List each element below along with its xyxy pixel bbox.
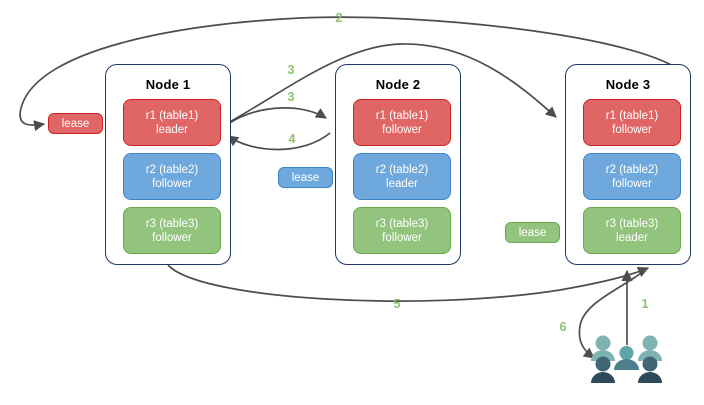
replica-role: follower — [152, 177, 192, 190]
step-label-3a: 3 — [287, 63, 295, 77]
arrow-step-4 — [227, 132, 331, 151]
node-title-1: Node 1 — [145, 77, 191, 92]
replica-role: follower — [382, 123, 422, 136]
replica-name: r3 (table3) — [605, 217, 659, 230]
replica-name: r3 (table3) — [375, 217, 429, 230]
step-label-2: 2 — [335, 11, 343, 25]
clients-icon — [591, 335, 662, 383]
replica-node1-r2[interactable]: r2 (table2) follower — [123, 153, 221, 200]
arrow-step-5 — [167, 264, 650, 302]
replica-name: r3 (table3) — [145, 217, 199, 230]
replica-node2-r2[interactable]: r2 (table2) leader — [353, 153, 451, 200]
replica-role: follower — [152, 231, 192, 244]
step-label-5: 5 — [393, 297, 401, 311]
step-label-3b: 3 — [287, 90, 295, 104]
replica-name: r2 (table2) — [375, 163, 429, 176]
node-title-2: Node 2 — [375, 77, 421, 92]
replica-role: follower — [612, 177, 652, 190]
replica-node3-r3[interactable]: r3 (table3) leader — [583, 207, 681, 254]
replica-node3-r2[interactable]: r2 (table2) follower — [583, 153, 681, 200]
replica-name: r2 (table2) — [605, 163, 659, 176]
node-title-3: Node 3 — [605, 77, 651, 92]
replica-role: follower — [382, 231, 422, 244]
replica-role: leader — [156, 123, 188, 136]
step-label-4: 4 — [288, 132, 296, 146]
replica-name: r1 (table1) — [375, 109, 429, 122]
lease-chip-green[interactable]: lease — [505, 222, 560, 243]
replica-node2-r3[interactable]: r3 (table3) follower — [353, 207, 451, 254]
replica-role: follower — [612, 123, 652, 136]
replica-role: leader — [386, 177, 418, 190]
step-label-6: 6 — [559, 320, 567, 334]
step-label-1: 1 — [641, 297, 649, 311]
replica-node1-r1[interactable]: r1 (table1) leader — [123, 99, 221, 146]
node-container-3[interactable]: Node 3 r1 (table1) follower r2 (table2) … — [565, 64, 691, 265]
replica-name: r1 (table1) — [605, 109, 659, 122]
replica-name: r1 (table1) — [145, 109, 199, 122]
replica-node2-r1[interactable]: r1 (table1) follower — [353, 99, 451, 146]
replica-node3-r1[interactable]: r1 (table1) follower — [583, 99, 681, 146]
arrow-step-3b — [223, 107, 327, 128]
node-container-2[interactable]: Node 2 r1 (table1) follower r2 (table2) … — [335, 64, 461, 265]
lease-chip-red[interactable]: lease — [48, 113, 103, 134]
replica-role: leader — [616, 231, 648, 244]
replica-name: r2 (table2) — [145, 163, 199, 176]
lease-chip-blue[interactable]: lease — [278, 167, 333, 188]
node-container-1[interactable]: Node 1 r1 (table1) leader r2 (table2) fo… — [105, 64, 231, 265]
replica-node1-r3[interactable]: r3 (table3) follower — [123, 207, 221, 254]
